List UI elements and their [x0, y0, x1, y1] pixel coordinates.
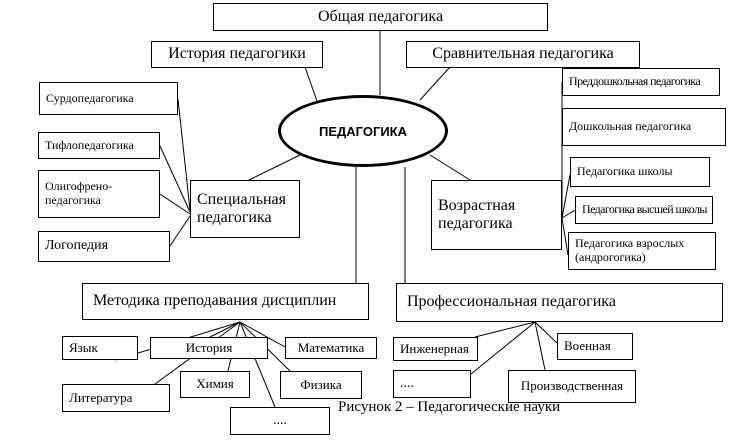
- figure-caption: Рисунок 2 – Педагогические науки: [338, 399, 561, 415]
- method-language-box: Язык: [62, 336, 138, 360]
- method-literature-box: Литература: [62, 384, 170, 412]
- surdopedagogy-box: Сурдопедагогика: [39, 82, 178, 115]
- preschool-pedagogy-box: Дошкольная педагогика: [562, 108, 726, 146]
- link-history: [304, 66, 319, 105]
- pre-preschool-pedagogy-box: Преддошкольная педагогика: [562, 68, 720, 96]
- professional-pedagogy-box: Профессиональная педагогика: [396, 283, 723, 322]
- method-chemistry-box: Химия: [180, 371, 250, 398]
- tiflopedagogy-box: Тифлопедагогика: [38, 132, 160, 159]
- adult-pedagogy-box: Педагогика взрослых (андрогогика): [568, 232, 716, 270]
- method-history-box: История: [150, 337, 268, 359]
- military-box: Военная: [557, 333, 633, 360]
- oligophrenopedagogy-box: Олигофрено-педагогика: [38, 170, 160, 218]
- general-pedagogy-box: Общая педагогика: [213, 3, 548, 31]
- pedagogy-center: ПЕДАГОГИКА: [278, 95, 448, 167]
- method-physics-box: Физика: [280, 371, 362, 399]
- professional-more-box: ....: [393, 370, 471, 398]
- comparative-pedagogy-box: Сравнительная педагогика: [406, 41, 640, 68]
- engineering-box: Инженерная: [393, 337, 478, 361]
- link-special: [244, 154, 301, 183]
- link-comparative: [419, 66, 451, 101]
- age-pedagogy-box: Возрастная педагогика: [431, 180, 562, 250]
- special-pedagogy-box: Специальная педагогика: [190, 180, 300, 238]
- history-pedagogy-box: История педагогики: [151, 41, 323, 68]
- method-more-box: ....: [230, 407, 330, 435]
- higher-school-pedagogy-box: Педагогика высшей школы: [575, 196, 713, 224]
- teaching-methods-box: Методика преподавания дисциплин: [82, 283, 369, 320]
- logopedia-box: Логопедия: [38, 231, 170, 262]
- industrial-box: Производственная: [508, 370, 636, 403]
- method-mathematics-box: Математика: [285, 337, 377, 359]
- link-age: [429, 154, 471, 181]
- school-pedagogy-box: Педагогика школы: [570, 157, 710, 187]
